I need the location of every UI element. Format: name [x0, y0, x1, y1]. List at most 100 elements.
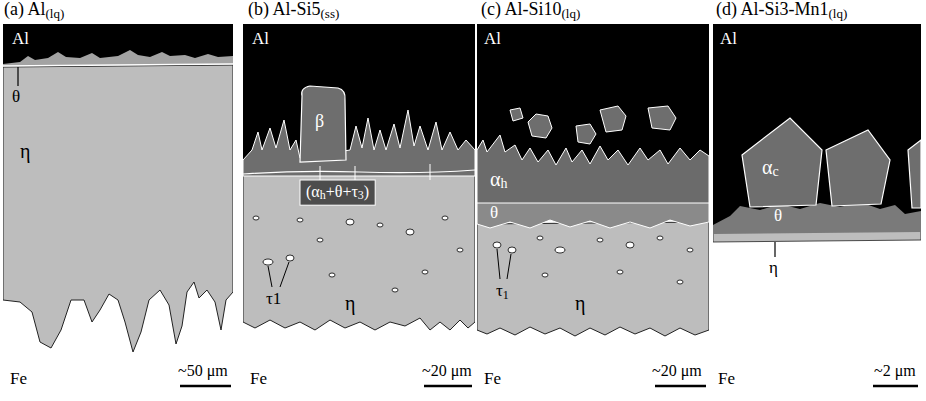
label-box [300, 180, 375, 205]
particle [528, 114, 552, 138]
alpha-c-crystal [908, 140, 921, 208]
phase-label: θ [12, 88, 20, 107]
phase-label: τ1 [266, 290, 281, 309]
phase-label: Al [484, 30, 501, 49]
scale-label: ~2 μm [874, 362, 916, 380]
particle [600, 106, 626, 132]
tau1-island [493, 242, 501, 248]
eta-layer [3, 65, 233, 352]
phase-label: +θ+τ [326, 183, 358, 201]
tau1-island [297, 218, 303, 222]
panel-a [3, 24, 233, 352]
phase-label: α [762, 156, 772, 178]
subscript: h [500, 176, 507, 191]
panel-title: (c) Al-Si10 [481, 0, 562, 20]
subscript: 1 [503, 289, 509, 302]
leader-line [430, 164, 431, 180]
leader-line [17, 67, 18, 86]
tau1-island [286, 255, 294, 261]
phase-label: (α [306, 183, 320, 201]
phase-label: θ [490, 204, 498, 223]
alpha-c-crystals [742, 118, 921, 208]
theta-layer [713, 202, 921, 234]
tau1-island [406, 229, 414, 235]
tau1-island [542, 273, 548, 277]
tau1-island [657, 236, 663, 240]
phase-label: η [345, 292, 355, 314]
tau1-island [442, 216, 448, 220]
leader-line [774, 242, 775, 257]
al-region [713, 24, 921, 239]
alpha-c-crystal [742, 118, 822, 207]
leader-line [497, 249, 500, 279]
eta-layer [243, 168, 475, 330]
beta-crystal [300, 86, 346, 162]
phase-label: Al [720, 30, 737, 49]
tau1-island [377, 223, 383, 227]
leader-line [268, 266, 272, 287]
panel-d [713, 24, 921, 257]
scale-bar [424, 385, 472, 388]
leader-line [280, 262, 289, 287]
alpha-c-crystal [826, 130, 890, 206]
panel-c [477, 24, 709, 336]
leader-line [507, 254, 511, 279]
tau1-island [457, 248, 463, 252]
tau1-island [555, 247, 565, 253]
phase-label: Al [12, 30, 29, 49]
phase-label: Fe [718, 370, 735, 389]
alpha-h-particles [510, 106, 676, 144]
phase-label: η [20, 140, 30, 162]
interface-line [243, 170, 475, 174]
phase-label: Fe [484, 370, 501, 389]
tau1-island [329, 273, 335, 277]
tau1-island [597, 238, 603, 242]
leader-line [320, 166, 321, 180]
phase-label: η [769, 259, 778, 278]
panel-b [243, 24, 475, 330]
phase-label: η [575, 292, 585, 314]
phase-label: Al [252, 30, 269, 49]
tau1-island [626, 242, 634, 248]
tau1-islands [493, 236, 693, 284]
particle [648, 106, 676, 130]
tau1-island [508, 247, 516, 253]
alpha-h-layer [477, 135, 709, 203]
phase-label: β [315, 112, 324, 132]
al-region [243, 24, 475, 194]
mixed-layer [243, 110, 475, 176]
tau1-island [687, 248, 693, 252]
phase-label: θ [774, 207, 782, 226]
panel-title: (b) Al-Si5 [248, 0, 321, 20]
phase-label: α [490, 168, 500, 190]
scale-label: ~20 μm [422, 362, 472, 380]
scale-label: ~20 μm [652, 362, 702, 380]
leader-line [355, 166, 356, 180]
subscript: 3 [358, 189, 364, 202]
phase-label: Fe [250, 370, 267, 389]
subscript: h [320, 189, 326, 202]
interface-line [3, 64, 233, 66]
particle [510, 108, 523, 121]
subscript: (lq) [45, 7, 64, 21]
tau1-island [537, 236, 543, 240]
tau1-island [617, 270, 623, 274]
particle [576, 124, 596, 144]
scale-bar [180, 385, 231, 388]
tau1-island [317, 238, 323, 242]
subscript: (lq) [562, 7, 581, 21]
subscript: (ss) [321, 7, 340, 21]
scale-label: ~50 μm [178, 362, 228, 380]
phase-label: τ [496, 282, 503, 301]
phase-label: Fe [10, 370, 27, 389]
panel-title: (d) Al-Si3-Mn1 [716, 0, 829, 20]
scale-bar [873, 385, 918, 388]
phase-label: ) [364, 183, 369, 201]
tau1-island [677, 280, 683, 284]
tau1-island [422, 270, 428, 274]
eta-layer [477, 222, 709, 336]
subscript: c [772, 164, 778, 179]
tau1-islands [253, 216, 463, 292]
